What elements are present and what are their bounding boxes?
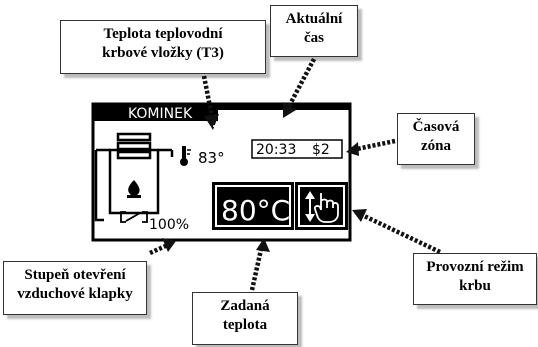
thermometer-icon [180,146,191,166]
lcd-clock: 20:33 [256,142,296,158]
arrow-mode-head [352,209,367,222]
callout-zone-line2: zóna [421,138,451,154]
callout-t3-line2: krbové vložky (T3) [102,45,224,61]
callout-setpoint: Zadaná teplota [192,292,298,345]
boiler-icon [94,132,174,222]
arrow-t3-line [201,75,216,123]
lcd-damper-percent: 100% [149,217,189,233]
lcd-t3-temperature: 83° [198,149,225,167]
arrow-t3-head [204,114,219,130]
arrow-time-line [285,57,316,112]
callout-t3-line1: Teplota teplovodní [103,26,223,42]
arrow-damper-head [162,238,176,252]
callout-zone-line1: Časová [412,119,460,135]
damper-icon [120,211,148,223]
lcd-time-zone: $2 [312,142,330,158]
lcd-setpoint-box [212,182,294,230]
callout-time-line1: Aktuální [285,11,343,27]
callout-damper-line2: vzduchové klapky [17,286,133,302]
callout-operating-mode: Provozní režim krbu [413,253,537,305]
arrow-damper-line [149,241,171,256]
callout-damper-opening: Stupeň otevření vzduchové klapky [3,261,147,315]
arrow-setpoint-line [249,244,265,291]
lcd-setpoint: 80°C [221,194,290,227]
up-down-arrows-icon [305,191,315,222]
callout-t3-temperature: Teplota teplovodní krbové vložky (T3) [60,20,266,74]
arrow-zone-line [351,138,396,153]
callout-setpoint-line2: teplota [222,317,268,333]
lcd-header-bar [93,104,218,121]
arrow-time-head [283,102,296,118]
arrow-mode-line [359,211,441,255]
callout-time-line2: čas [304,30,324,46]
lcd-header-title: KOMINEK [128,106,193,122]
hand-pointer-icon [313,193,339,223]
arrow-setpoint-head [256,238,270,252]
lcd-clock-box [251,139,343,159]
callout-damper-line1: Stupeň otevření [24,267,126,283]
arrow-zone-head [346,142,359,156]
callout-mode-line2: krbu [459,278,491,294]
callout-setpoint-line1: Zadaná [220,298,270,314]
callout-time-zone: Časová zóna [397,113,475,165]
flame-icon [127,180,141,198]
callout-current-time: Aktuální čas [270,5,358,57]
callout-mode-line1: Provozní režim [426,259,524,275]
